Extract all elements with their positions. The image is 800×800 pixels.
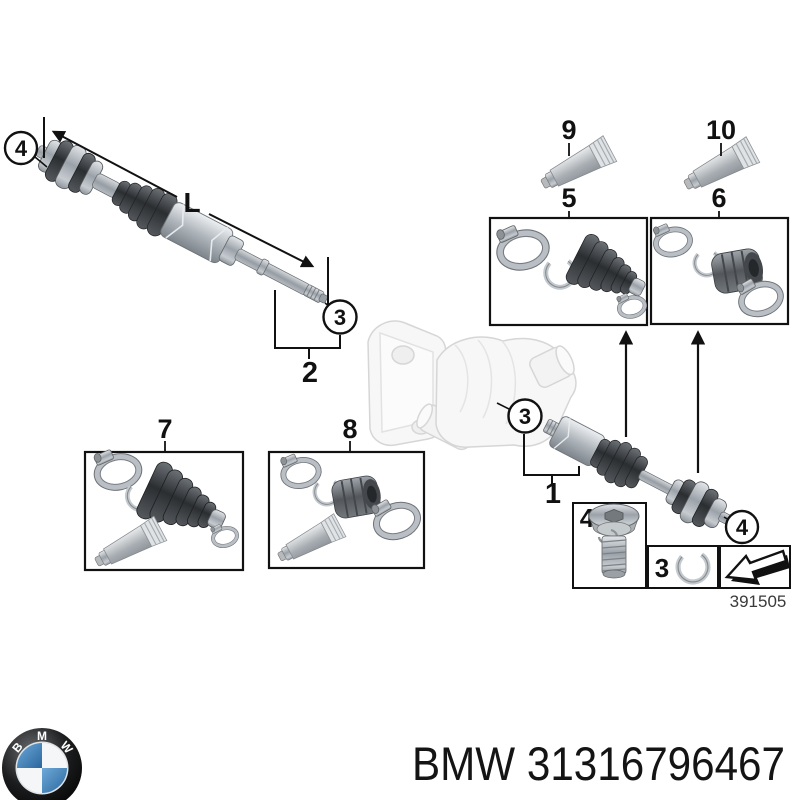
callout-3-right: 3 [507,398,543,434]
bracket-1 [523,434,580,486]
svg-text:3: 3 [519,404,531,429]
drive-shaft-upper [35,139,328,304]
inset-bolt-label: 4 [580,503,595,533]
callout-3-left: 3 [322,299,358,335]
callout-4-right: 4 [724,509,760,545]
kit-box-6-label: 6 [711,183,726,213]
kit-box-5-label: 5 [561,183,576,213]
label-leaders [164,143,722,452]
kit-arrows [618,330,706,473]
callout-4-left: 4 [3,130,39,166]
bracket-2 [274,290,341,359]
bmw-logo: B M W [2,728,82,800]
dimension-label: L [183,187,200,218]
drive-shaft-lower [543,416,736,529]
kit-box-7-label: 7 [157,414,172,444]
inset-ring-label: 3 [655,553,669,583]
dimension-length [43,117,329,306]
bracket-2-label: 2 [302,357,318,389]
tube-9-label: 9 [561,115,576,145]
svg-text:4: 4 [15,136,28,161]
part-number: BMW 31316796467 [412,737,785,790]
kit-box-8-label: 8 [342,414,357,444]
direction-arrow-icon [724,549,790,585]
svg-text:4: 4 [736,515,749,540]
bolt-drawing [588,503,640,579]
logo-letter-m: M [37,729,47,743]
tube-10-label: 10 [706,115,736,145]
diagram-number: 391505 [730,592,787,611]
svg-text:3: 3 [334,305,346,330]
bracket-1-label: 1 [545,478,561,510]
